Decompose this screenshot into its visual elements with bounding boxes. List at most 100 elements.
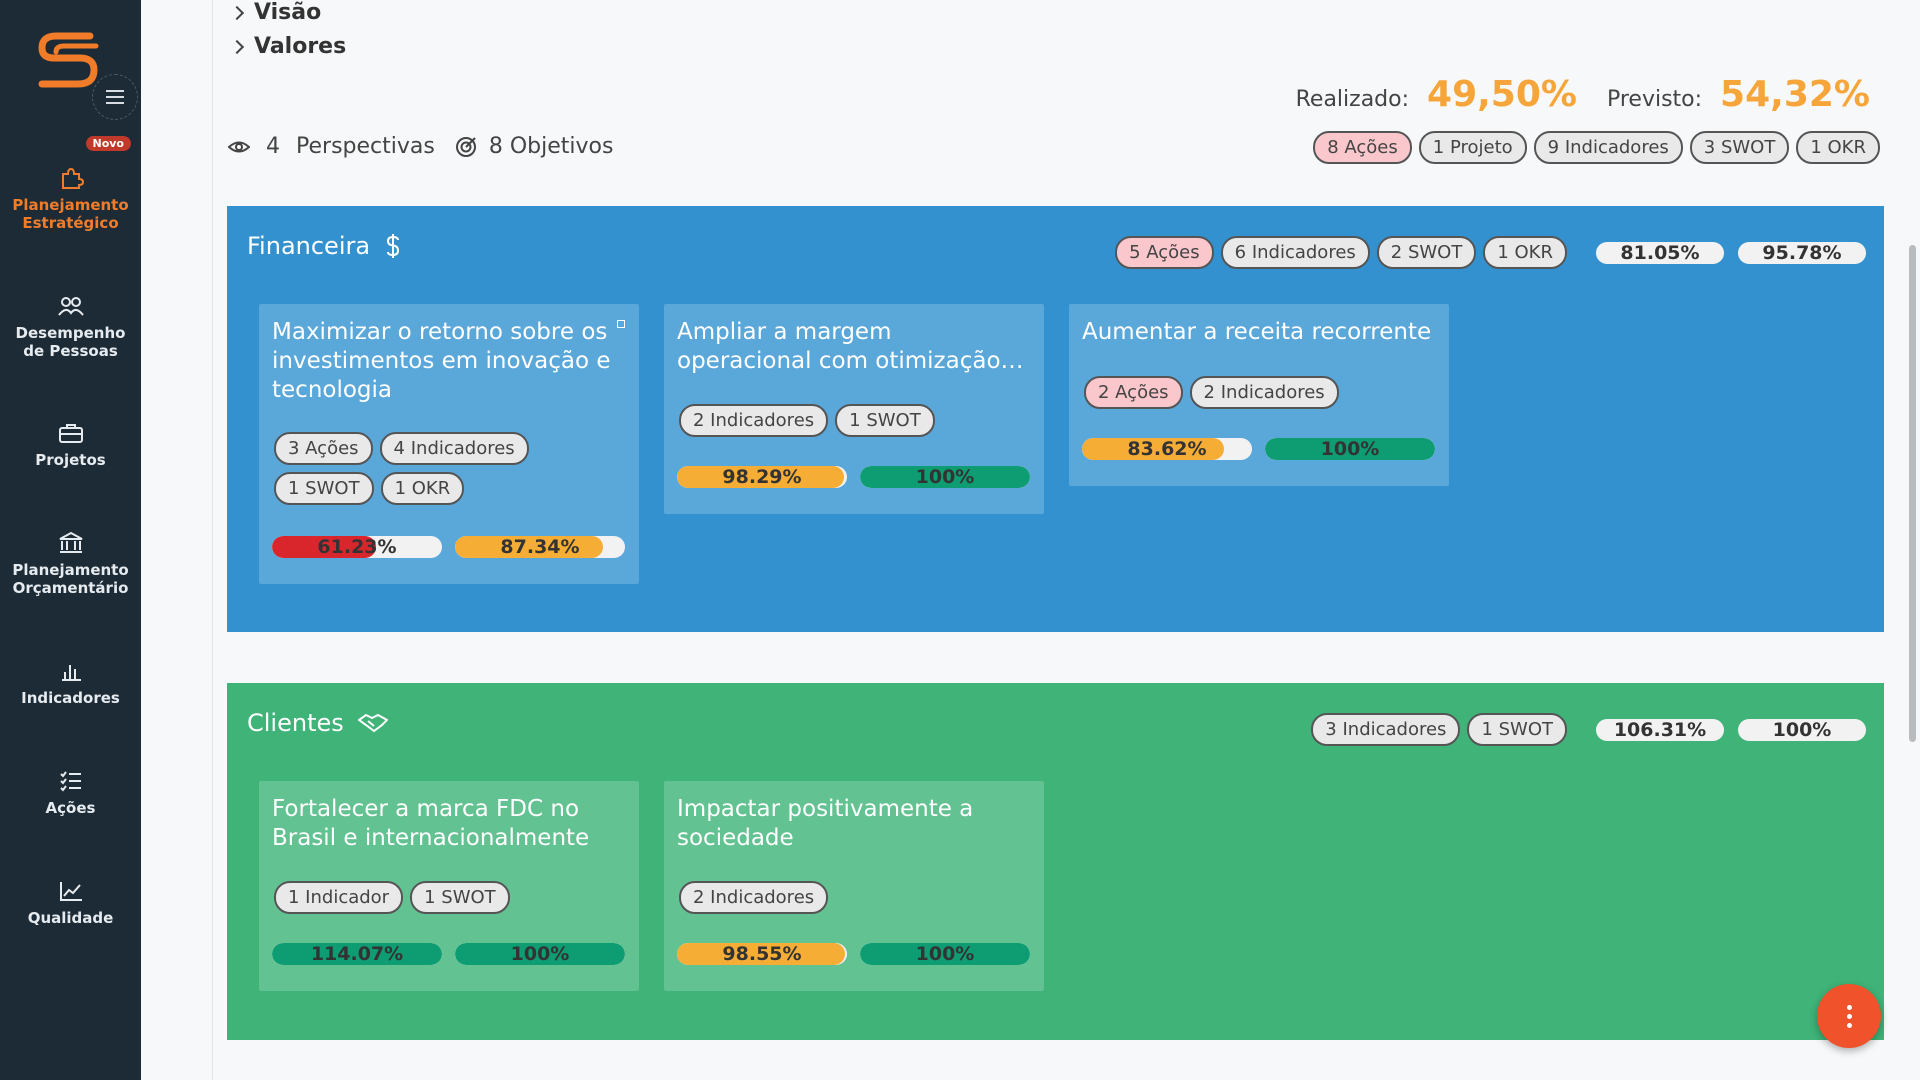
pill-swot[interactable]: 3 SWOT (1689, 131, 1790, 164)
new-badge: Novo (85, 136, 131, 151)
progress-bar-realizado: 61.23% (272, 536, 442, 558)
progress-bar-realizado: 81.05% (1596, 241, 1724, 264)
people-icon (57, 297, 84, 316)
objective-pills: 3 Ações 4 Indicadores 1 SWOT 1 OKR (274, 432, 594, 505)
objective-card[interactable]: Fortalecer a marca FDC no Brasil e inter… (259, 781, 639, 991)
pill-projeto[interactable]: 1 Projeto (1418, 131, 1527, 164)
dollar-icon (387, 234, 400, 258)
previsto-label: Previsto: (1606, 87, 1703, 112)
objective-card[interactable]: Impactar positivamente a sociedade 2 Ind… (664, 781, 1044, 991)
objective-card[interactable]: Aumentar a receita recorrente 2 Ações 2 … (1069, 304, 1449, 486)
tree-item-visao[interactable]: Visão (229, 0, 321, 25)
objective-bars: 114.07% 100% (272, 943, 625, 965)
briefcase-icon (58, 424, 83, 443)
menu-toggle-button[interactable] (92, 74, 138, 120)
objetivos-label: 8 Objetivos (488, 134, 614, 159)
app-logo[interactable] (34, 30, 104, 92)
pill-swot[interactable]: 2 SWOT (1376, 236, 1477, 269)
perspective-clientes: Clientes 3 Indicadores 1 SWOT 106.31% 10… (227, 683, 1884, 1040)
pill-indicadores[interactable]: 2 Indicadores (1189, 376, 1339, 409)
objective-title: Maximizar o retorno sobre os investiment… (272, 319, 611, 403)
objective-pills: 2 Indicadores 1 SWOT (679, 404, 999, 437)
line-chart-icon (59, 882, 82, 901)
pill-indicadores[interactable]: 6 Indicadores (1220, 236, 1370, 269)
eye-icon (228, 141, 250, 152)
sidebar-item-planejamento-orcamentario[interactable]: Planejamento Orçamentário (0, 531, 141, 597)
pill-swot[interactable]: 1 SWOT (835, 404, 935, 437)
pill-indicadores[interactable]: 9 Indicadores (1533, 131, 1683, 164)
previsto-value: 54,32% (1720, 74, 1870, 115)
pill-okr[interactable]: 1 OKR (380, 472, 465, 505)
sidebar: Novo Planejamento Estratégico Desempenho… (0, 0, 141, 1080)
content-divider (212, 0, 213, 1080)
sidebar-item-indicadores[interactable]: Indicadores (0, 659, 141, 707)
perspective-summary: 3 Indicadores 1 SWOT 106.31% 100% (1311, 713, 1866, 746)
chevron-right-icon (229, 39, 245, 54)
objective-title: Impactar positivamente a sociedade (677, 796, 974, 851)
pill-indicadores[interactable]: 2 Indicadores (679, 404, 829, 437)
objective-pills: 1 Indicador 1 SWOT (274, 881, 594, 914)
bar-chart-icon (61, 665, 81, 681)
perspectivas-label: Perspectivas (296, 134, 435, 159)
puzzle-icon (61, 167, 84, 189)
external-link-icon[interactable] (617, 320, 625, 328)
progress-bar-previsto: 100% (1265, 438, 1435, 460)
checklist-icon (59, 771, 81, 792)
objective-title: Ampliar a margem operacional com otimiza… (677, 319, 1024, 374)
objective-title: Fortalecer a marca FDC no Brasil e inter… (272, 796, 590, 851)
stats-row: 4 Perspectivas 8 Objetivos (228, 134, 613, 159)
objective-pills: 2 Indicadores (679, 881, 999, 914)
objective-bars: 83.62% 100% (1082, 438, 1435, 460)
progress-bar-previsto: 95.78% (1738, 241, 1866, 264)
perspective-summary: 5 Ações 6 Indicadores 2 SWOT 1 OKR 81.05… (1115, 236, 1866, 269)
objective-card[interactable]: Ampliar a margem operacional com otimiza… (664, 304, 1044, 514)
target-icon (455, 136, 476, 157)
perspective-title: Financeira (247, 232, 402, 260)
sidebar-item-qualidade[interactable]: Qualidade (0, 879, 141, 927)
summary-totals: Realizado: 49,50% Previsto: 54,32% (1296, 74, 1870, 115)
objective-bars: 61.23% 87.34% (272, 536, 625, 558)
pill-indicadores[interactable]: 2 Indicadores (679, 881, 829, 914)
scrollbar[interactable] (1909, 245, 1916, 742)
tree-item-valores[interactable]: Valores (229, 34, 346, 59)
chevron-right-icon (229, 5, 245, 20)
pill-indicadores[interactable]: 4 Indicadores (379, 432, 529, 465)
sidebar-item-desempenho-pessoas[interactable]: Desempenho de Pessoas (0, 294, 141, 360)
perspective-title: Clientes (247, 709, 388, 737)
sidebar-item-projetos[interactable]: Projetos (0, 421, 141, 469)
progress-bar-previsto: 100% (455, 943, 625, 965)
pill-indicadores[interactable]: 1 Indicador (274, 881, 404, 914)
progress-bar-previsto: 87.34% (455, 536, 625, 558)
realizado-label: Realizado: (1295, 87, 1410, 112)
bank-icon (59, 531, 82, 553)
objective-title: Aumentar a receita recorrente (1082, 319, 1432, 345)
pill-acoes[interactable]: 3 Ações (274, 432, 373, 465)
pill-okr[interactable]: 1 OKR (1483, 236, 1567, 269)
perspectivas-count: 4 (266, 134, 280, 159)
pill-acoes[interactable]: 2 Ações (1084, 376, 1183, 409)
progress-bar-realizado: 106.31% (1596, 718, 1724, 741)
progress-bar-realizado: 98.29% (677, 466, 847, 488)
objective-card[interactable]: Maximizar o retorno sobre os investiment… (259, 304, 639, 584)
progress-bar-realizado: 83.62% (1082, 438, 1252, 460)
top-summary-pills: 8 Ações 1 Projeto 9 Indicadores 3 SWOT 1… (1313, 131, 1880, 164)
sidebar-item-planejamento-estrategico[interactable]: Planejamento Estratégico (0, 166, 141, 232)
perspective-financeira: Financeira 5 Ações 6 Indicadores 2 SWOT … (227, 206, 1884, 632)
more-options-button[interactable] (1817, 984, 1881, 1048)
objective-pills: 2 Ações 2 Indicadores (1084, 376, 1404, 409)
more-vertical-icon (1846, 1004, 1852, 1010)
pill-swot[interactable]: 1 SWOT (1467, 713, 1567, 746)
progress-bar-previsto: 100% (1738, 718, 1866, 741)
pill-acoes[interactable]: 5 Ações (1115, 236, 1214, 269)
handshake-icon (357, 713, 388, 733)
progress-bar-previsto: 100% (860, 466, 1030, 488)
pill-swot[interactable]: 1 SWOT (410, 881, 510, 914)
hamburger-icon (106, 90, 124, 104)
progress-bar-previsto: 100% (860, 943, 1030, 965)
pill-okr[interactable]: 1 OKR (1796, 131, 1880, 164)
progress-bar-realizado: 98.55% (677, 943, 847, 965)
pill-indicadores[interactable]: 3 Indicadores (1311, 713, 1461, 746)
pill-acoes[interactable]: 8 Ações (1313, 131, 1412, 164)
sidebar-item-acoes[interactable]: Ações (0, 769, 141, 817)
pill-swot[interactable]: 1 SWOT (274, 472, 374, 505)
